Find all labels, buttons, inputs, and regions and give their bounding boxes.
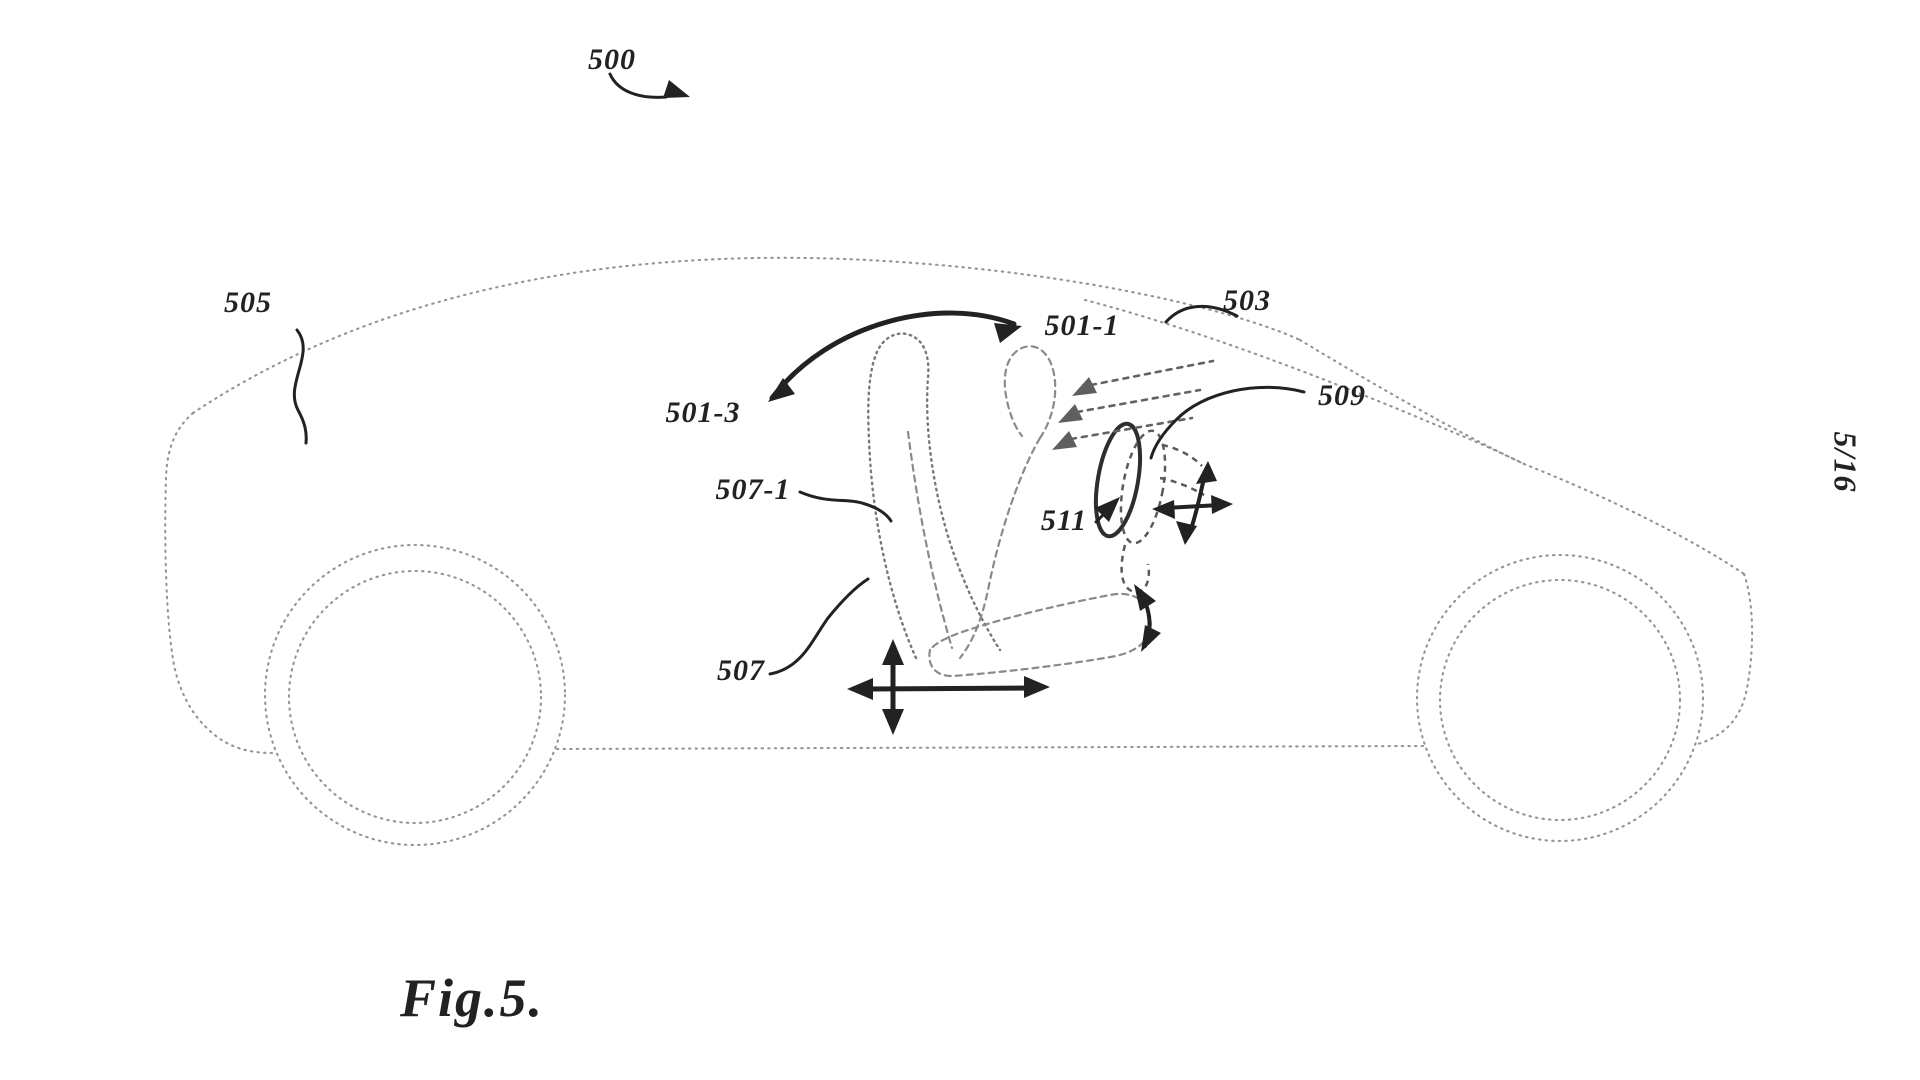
occupant-back-line xyxy=(958,436,1042,660)
ref-label-505: 505 xyxy=(224,286,272,319)
retract-arrowhead-3 xyxy=(1052,431,1077,450)
ref-label-509: 509 xyxy=(1318,379,1366,412)
rear-tire xyxy=(287,569,543,825)
seatback-rotate-arrow xyxy=(768,310,1022,402)
steer-arrowhead-right xyxy=(1211,495,1233,514)
rocker-line xyxy=(555,744,1426,751)
steering-wheel-rim xyxy=(1093,421,1143,539)
seat-arrowhead-up xyxy=(882,639,904,665)
rear-wheel-arch xyxy=(263,543,567,847)
car-body-outline xyxy=(164,256,1754,755)
seat-arrowhead-down xyxy=(882,709,904,735)
retract-arrow-tail-3 xyxy=(1069,416,1194,441)
leader-507 xyxy=(768,577,870,676)
seat-cushion-outline xyxy=(928,592,1152,678)
ref-label-511: 511 xyxy=(1040,504,1088,537)
tilt-arrowhead-top xyxy=(1134,584,1156,611)
tilt-arrowhead-bottom xyxy=(1141,625,1161,652)
front-tire xyxy=(1438,578,1682,822)
a-pillar-line xyxy=(1298,338,1526,466)
ref-label-501-3: 501-3 xyxy=(665,396,741,429)
ref-label-500: 500 xyxy=(588,43,636,76)
ref-label-507: 507 xyxy=(717,654,765,687)
leader-509 xyxy=(1149,385,1306,460)
steering-adjust-arrows xyxy=(1152,461,1233,545)
retract-arrowhead-2 xyxy=(1058,404,1083,423)
seat-translate-arrows xyxy=(847,639,1050,735)
seat-arrow-horizontal xyxy=(867,685,1031,692)
leader-511-arrowhead xyxy=(1095,497,1120,522)
sheet-number: 5/16 xyxy=(1827,431,1864,493)
seat-backrest-outline xyxy=(867,332,1002,660)
seat-backrest-front-edge xyxy=(906,430,954,650)
steering-hub-dash-upper xyxy=(1161,443,1203,467)
roof-line xyxy=(191,256,1302,415)
rotate-arrowhead-right xyxy=(994,323,1022,343)
steering-retract-arrows xyxy=(1052,359,1215,450)
occupant-headrest xyxy=(1003,345,1057,440)
leader-505 xyxy=(292,328,308,445)
windshield-line xyxy=(1083,298,1526,466)
steer-arrowhead-left xyxy=(1152,500,1175,519)
rear-face-line xyxy=(164,411,274,755)
leader-500 xyxy=(608,72,668,99)
steering-wheel xyxy=(1093,421,1205,594)
retract-arrow-tail-2 xyxy=(1075,388,1202,414)
rotate-arrow-arc xyxy=(769,310,1017,401)
leader-500-arrowhead xyxy=(663,80,690,98)
front-wheel xyxy=(1415,553,1705,843)
ref-label-503: 503 xyxy=(1223,284,1271,317)
steering-hub-dash-lower xyxy=(1159,476,1205,497)
seat-arrowhead-right xyxy=(1024,676,1050,698)
hood-line xyxy=(1522,462,1746,576)
rotate-arrowhead-left xyxy=(768,378,795,402)
front-wheel-arch xyxy=(1415,553,1705,843)
steer-arrowhead-up xyxy=(1196,461,1217,484)
cushion-tilt-arrow xyxy=(1134,584,1161,652)
leader-503 xyxy=(1164,304,1239,324)
seat-arrowhead-left xyxy=(847,678,873,700)
leader-lines xyxy=(292,72,1306,676)
figure-caption: Fig.5. xyxy=(399,968,545,1028)
retract-arrowhead-1 xyxy=(1072,377,1097,396)
retract-arrow-tail-1 xyxy=(1089,359,1215,387)
steering-wheel-rim-alt-position xyxy=(1119,429,1167,545)
ref-label-501-1: 501-1 xyxy=(1044,309,1120,342)
leader-507-1 xyxy=(798,490,893,523)
rear-wheel xyxy=(263,543,567,847)
front-face-line xyxy=(1696,572,1754,746)
ref-label-507-1: 507-1 xyxy=(715,473,791,506)
steer-arrowhead-down xyxy=(1176,521,1197,545)
